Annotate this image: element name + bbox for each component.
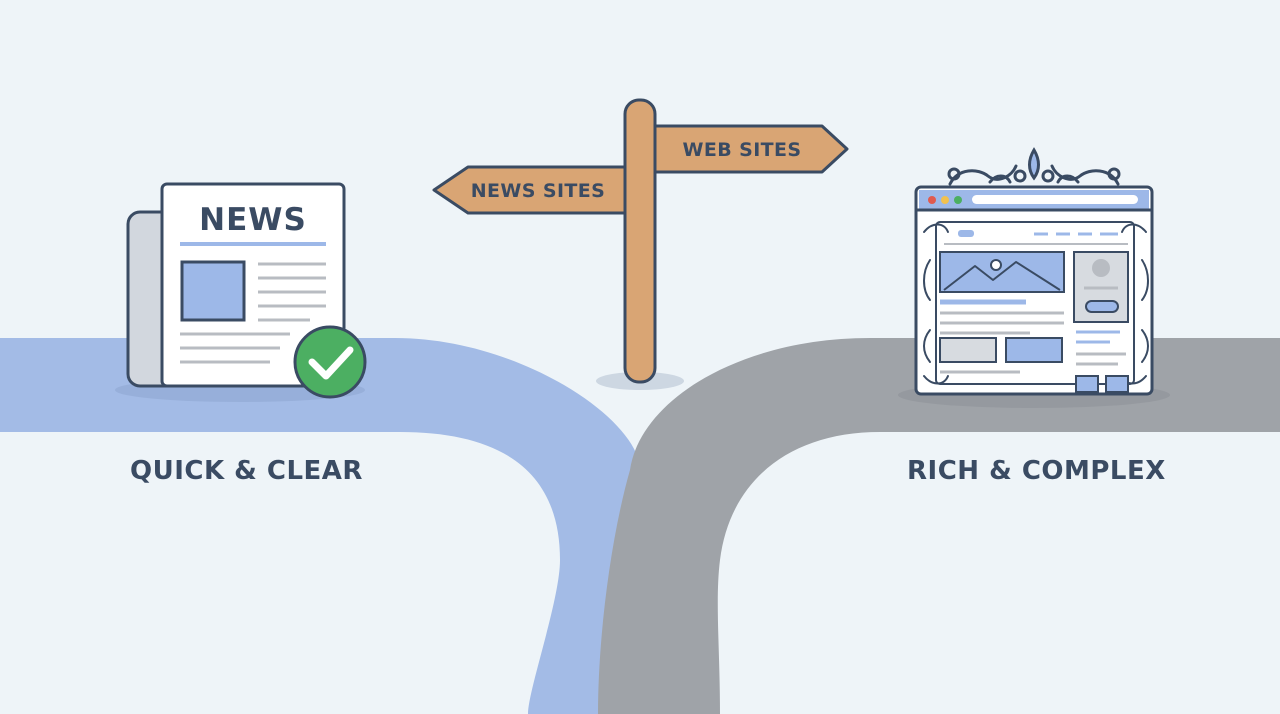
- gray-path: [598, 338, 1280, 714]
- sign-web-sites: [653, 124, 849, 174]
- newspaper-title: NEWS: [199, 202, 307, 238]
- caption-right: RICH & COMPLEX: [907, 456, 1166, 486]
- browser-window-icon: [898, 185, 1170, 408]
- newspaper-icon: NEWS: [115, 182, 365, 402]
- signpost-pole: [623, 98, 657, 384]
- caption-left: QUICK & CLEAR: [130, 456, 363, 486]
- blue-path: [0, 338, 640, 714]
- sign-right-label: WEB SITES: [682, 139, 801, 161]
- signpost: NEWS SITES WEB SITES: [432, 98, 849, 390]
- ornate-crest-icon: [947, 147, 1121, 186]
- sign-left-label: NEWS SITES: [471, 180, 606, 202]
- check-icon: [293, 325, 367, 399]
- sign-news-sites: [432, 165, 628, 215]
